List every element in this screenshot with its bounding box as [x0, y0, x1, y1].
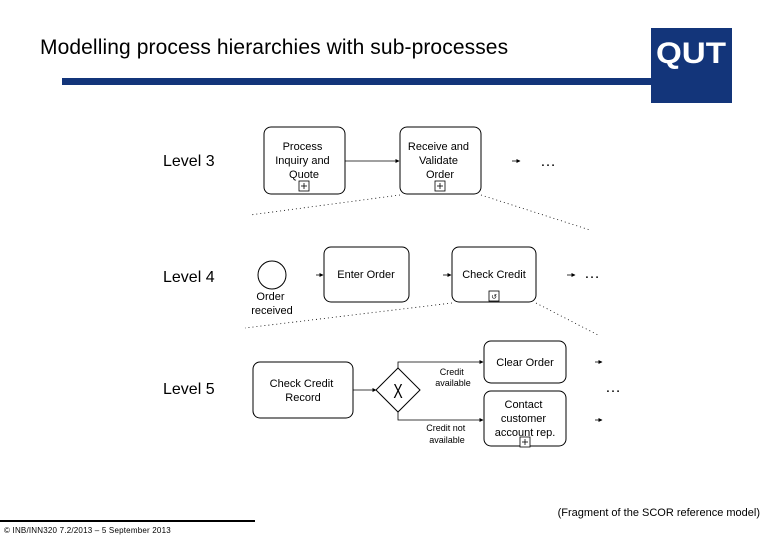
level-5-label: Level 5	[163, 381, 215, 398]
task-label-line: Quote	[289, 169, 319, 181]
sequence-flow	[397, 360, 484, 368]
task-receive-validate-order[interactable]: Receive and Validate Order	[399, 126, 482, 195]
qut-logo-text: QUT	[656, 37, 726, 70]
zoom-guide-line	[244, 302, 453, 329]
svg-text:Check Credit Record: Check Credit Record	[270, 378, 337, 404]
zoom-guide-line	[249, 194, 401, 216]
level-4-label: Level 4	[163, 269, 215, 286]
task-label: Check Credit	[462, 269, 526, 281]
task-enter-order[interactable]: Enter Order	[323, 246, 410, 303]
subprocess-marker-icon	[519, 436, 531, 448]
task-clear-order[interactable]: Clear Order	[483, 340, 567, 384]
svg-text:Credit available: Credit available	[435, 367, 471, 388]
svg-text:Order received: Order received	[251, 291, 293, 317]
zoom-guide-line	[535, 302, 599, 336]
task-label: Enter Order	[337, 269, 395, 281]
task-label-line: account rep.	[495, 427, 556, 439]
footer-divider	[0, 520, 255, 522]
reference-caption: (Fragment of the SCOR reference model)	[557, 507, 760, 519]
task-label-line: Process	[283, 141, 323, 153]
task-label-line: customer	[501, 413, 547, 425]
task-process-inquiry-quote[interactable]: Process Inquiry and Quote	[263, 126, 346, 195]
event-label-line: Order	[256, 291, 284, 303]
flow-condition-label: Credit	[440, 367, 465, 377]
task-check-credit-record[interactable]: Check Credit Record	[252, 361, 354, 419]
gateway-x-icon: X	[393, 379, 403, 402]
footer-copyright: © INB/INN320 7.2/2013 – 5 September 2013	[4, 526, 171, 535]
start-event-order-received[interactable]: Order received	[251, 260, 293, 317]
task-label-line: Record	[285, 392, 320, 404]
task-label-line: Contact	[505, 399, 543, 411]
svg-text:Credit not available: Credit not available	[426, 423, 468, 445]
title-underline-bar	[62, 78, 653, 85]
flow-condition-label: available	[429, 435, 465, 445]
flow-condition-label: Credit not	[426, 423, 466, 433]
loop-marker-icon: ↺	[488, 290, 500, 302]
task-contact-customer-account-rep[interactable]: Contact customer account rep.	[483, 390, 567, 448]
level-3-label: Level 3	[163, 153, 215, 170]
exclusive-gateway[interactable]: X	[375, 367, 421, 413]
task-label-line: Order	[426, 169, 454, 181]
task-label-line: Receive and	[408, 141, 469, 153]
slide-title: Modelling process hierarchies with sub-p…	[40, 36, 509, 59]
zoom-guide-line	[480, 194, 591, 231]
svg-text:Contact customer a: Contact customer account rep.	[495, 399, 556, 439]
continuation-ellipsis: …	[540, 153, 556, 170]
continuation-ellipsis: …	[605, 379, 621, 396]
continuation-ellipsis: …	[584, 265, 600, 282]
task-label-line: Check Credit	[270, 378, 334, 390]
task-label-line: Validate	[419, 155, 458, 167]
event-label-line: received	[251, 305, 293, 317]
task-label-line: Inquiry and	[275, 155, 329, 167]
subprocess-marker-icon	[298, 180, 310, 192]
svg-text:Process Inquiry and: Process Inquiry and Quote	[275, 141, 333, 181]
svg-text:Receive and Validate: Receive and Validate Order	[408, 141, 472, 181]
flow-condition-label: available	[435, 378, 471, 388]
qut-logo: QUT	[651, 28, 732, 103]
loop-marker-glyph: ↺	[491, 293, 497, 301]
sequence-flow	[397, 412, 484, 422]
task-label: Clear Order	[496, 357, 554, 369]
subprocess-marker-icon	[434, 180, 446, 192]
task-check-credit[interactable]: Check Credit ↺	[451, 246, 537, 303]
